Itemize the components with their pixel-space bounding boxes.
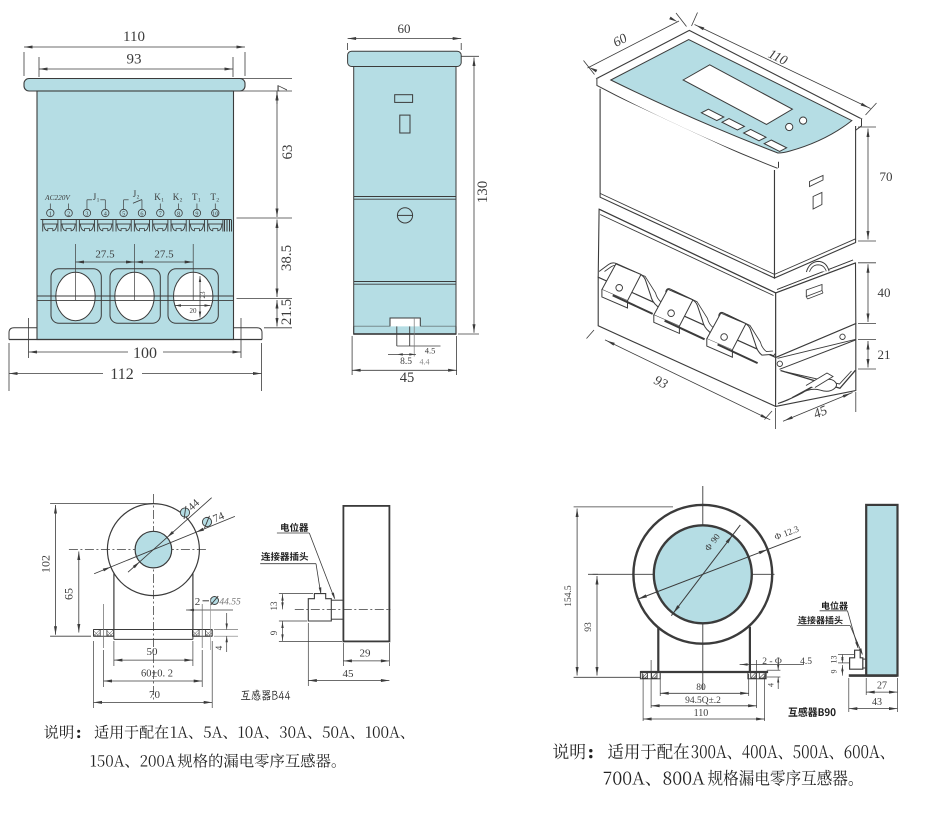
svg-text:J: J: [93, 192, 97, 202]
svg-text:4.4: 4.4: [420, 358, 430, 367]
svg-text:94.5Q±.2: 94.5Q±.2: [685, 696, 721, 706]
svg-text:21: 21: [878, 347, 891, 362]
svg-text:50: 50: [147, 646, 159, 658]
svg-text:100: 100: [133, 345, 157, 362]
svg-text:93: 93: [584, 622, 594, 632]
svg-text:112: 112: [110, 366, 133, 383]
svg-text:110: 110: [694, 708, 709, 719]
svg-text:K: K: [154, 192, 161, 202]
svg-text:74: 74: [211, 510, 226, 526]
svg-text:130: 130: [475, 181, 491, 204]
svg-text:2 - Φ: 2 - Φ: [762, 657, 782, 667]
svg-text:8.5: 8.5: [400, 357, 412, 367]
svg-text:10: 10: [212, 210, 218, 217]
svg-text:13: 13: [269, 601, 279, 611]
svg-text:2: 2: [67, 210, 70, 217]
svg-text:40: 40: [878, 285, 891, 300]
svg-text:3: 3: [85, 210, 88, 217]
svg-text:4: 4: [104, 210, 107, 217]
svg-text:2: 2: [216, 198, 219, 204]
svg-text:21.5: 21.5: [279, 299, 295, 325]
svg-text:80: 80: [696, 683, 706, 693]
svg-text:T: T: [192, 192, 198, 202]
svg-text:45: 45: [343, 668, 355, 680]
svg-text:Φ: Φ: [773, 530, 783, 542]
svg-text:J: J: [133, 189, 137, 199]
svg-text:1: 1: [49, 210, 52, 217]
svg-text:T: T: [211, 192, 217, 202]
svg-text:65: 65: [62, 588, 76, 600]
svg-text:29: 29: [360, 648, 372, 660]
svg-text:45: 45: [811, 402, 830, 421]
svg-text:9: 9: [830, 670, 839, 674]
svg-text:45: 45: [400, 370, 415, 386]
svg-text:70: 70: [880, 169, 893, 184]
svg-text:27.5: 27.5: [154, 249, 174, 261]
svg-text:4.5: 4.5: [800, 657, 812, 667]
svg-text:2: 2: [195, 596, 201, 608]
svg-text:1: 1: [97, 198, 100, 204]
svg-text:2: 2: [180, 198, 183, 204]
svg-text:AC220V: AC220V: [44, 193, 71, 202]
svg-text:60: 60: [398, 21, 411, 36]
svg-text:20: 20: [190, 307, 198, 315]
svg-text:23: 23: [199, 291, 207, 299]
svg-text:154.5: 154.5: [564, 585, 574, 607]
svg-text:93: 93: [127, 52, 142, 68]
svg-text:6: 6: [140, 210, 143, 217]
svg-text:9: 9: [195, 210, 198, 217]
svg-text:4: 4: [214, 645, 224, 650]
svg-text:13: 13: [830, 656, 839, 664]
svg-text:7: 7: [275, 85, 291, 92]
svg-text:102: 102: [39, 555, 53, 573]
svg-text:2: 2: [137, 195, 140, 201]
svg-text:K: K: [173, 192, 180, 202]
svg-text:110: 110: [123, 29, 145, 45]
svg-text:27: 27: [877, 681, 887, 692]
svg-text:60±0. 2: 60±0. 2: [141, 669, 173, 680]
svg-text:8: 8: [177, 210, 180, 217]
svg-text:7: 7: [159, 210, 162, 217]
svg-text:44.55: 44.55: [219, 598, 241, 608]
svg-text:27.5: 27.5: [95, 249, 115, 261]
svg-text:Φ: Φ: [703, 541, 715, 553]
svg-text:1: 1: [198, 198, 201, 204]
svg-text:5: 5: [122, 210, 125, 217]
svg-text:4.5: 4.5: [425, 346, 436, 356]
svg-text:4: 4: [767, 683, 776, 687]
svg-text:60: 60: [610, 30, 629, 50]
svg-text:43: 43: [872, 697, 882, 708]
svg-text:1: 1: [161, 198, 164, 204]
svg-text:70: 70: [149, 689, 161, 701]
svg-text:38.5: 38.5: [279, 245, 295, 271]
svg-text:63: 63: [280, 145, 296, 160]
svg-text:9: 9: [269, 630, 279, 635]
svg-text:93: 93: [652, 372, 671, 392]
